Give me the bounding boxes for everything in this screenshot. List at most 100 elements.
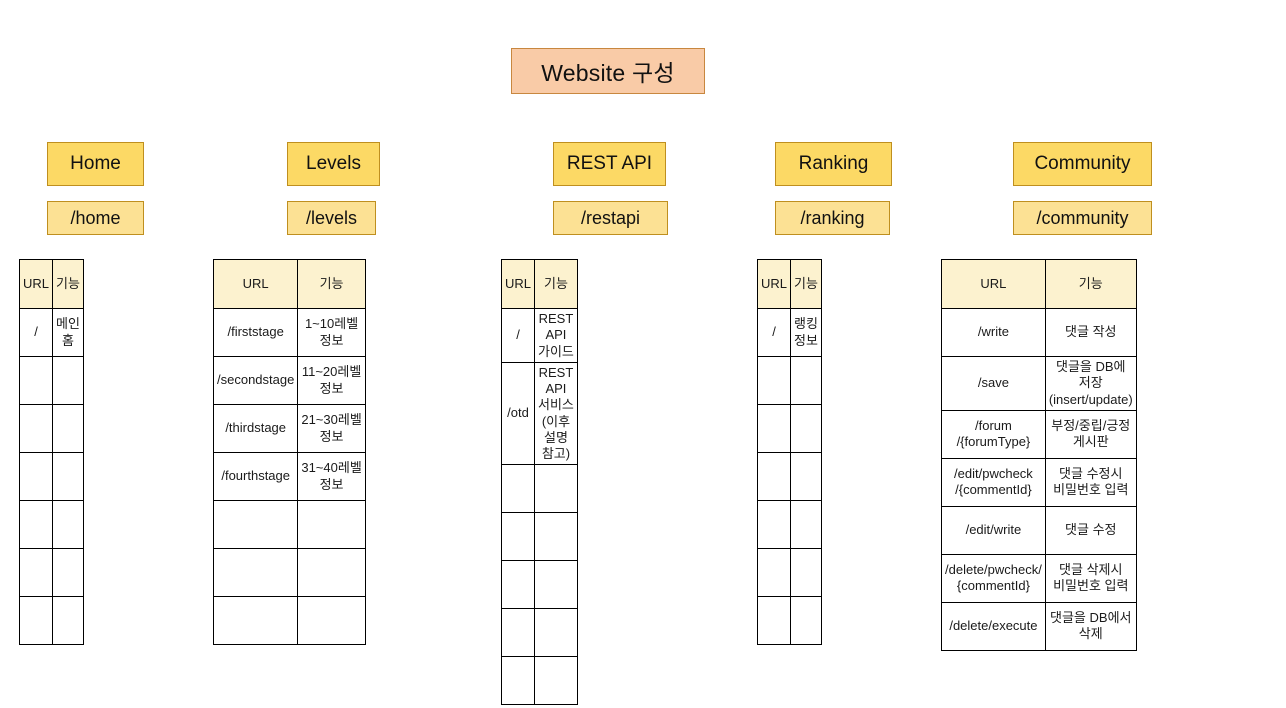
cell-feature — [790, 452, 822, 501]
cell-url: /write — [941, 308, 1046, 357]
cell-feature: 댓글 수정 — [1044, 505, 1137, 555]
cell-url-line: /edit/pwcheck — [954, 466, 1033, 481]
section-title-home[interactable]: Home — [47, 142, 144, 186]
section-path-levels[interactable]: /levels — [287, 201, 376, 235]
table-row — [500, 560, 578, 610]
cell-url: /fourthstage — [212, 452, 299, 501]
section-title-community[interactable]: Community — [1013, 142, 1152, 186]
table-row — [500, 464, 578, 514]
cell-feature-line: REST API 서비스 — [538, 364, 574, 413]
cell-feature — [790, 356, 822, 405]
cell-url-line: /delete/execute — [949, 618, 1038, 634]
cell-url — [212, 500, 299, 549]
cell-feature: 11~20레벨 정보 — [297, 356, 366, 405]
section-path-community[interactable]: /community — [1013, 201, 1152, 235]
cell-url-line: / — [516, 327, 520, 343]
table-row — [756, 404, 822, 453]
cell-feature: REST API 가이드 — [534, 308, 578, 363]
cell-url — [756, 356, 792, 405]
cell-feature — [790, 404, 822, 453]
cell-feature — [297, 500, 366, 549]
cell-feature-line: 11~20레벨 정보 — [301, 364, 362, 396]
cell-url — [500, 608, 536, 658]
table-row — [18, 452, 84, 501]
cell-url — [756, 548, 792, 597]
cell-url-line: /fourthstage — [221, 468, 290, 484]
table-row — [500, 656, 578, 706]
cell-url: /firststage — [212, 308, 299, 357]
section-path-rest-api[interactable]: /restapi — [553, 201, 668, 235]
table-row — [18, 596, 84, 645]
table-row — [500, 608, 578, 658]
cell-url: /thirdstage — [212, 404, 299, 453]
cell-url-line: /delete/pwcheck/ — [945, 562, 1042, 577]
cell-feature-line: 31~40레벨 정보 — [301, 460, 362, 492]
column-header-url: URL — [18, 259, 54, 309]
cell-feature-line: 비밀번호 입력 — [1053, 578, 1129, 594]
cell-feature-line: (insert/update) — [1048, 391, 1133, 407]
table-row — [18, 500, 84, 549]
cell-url — [18, 404, 54, 453]
cell-feature — [534, 464, 578, 514]
cell-url-line: /thirdstage — [225, 420, 287, 436]
table-row: /메인 홈 — [18, 308, 84, 357]
cell-feature — [534, 512, 578, 562]
cell-url — [212, 548, 299, 597]
cell-feature — [52, 548, 84, 597]
cell-url-line: /firststage — [227, 324, 284, 340]
table-row: /랭킹 정보 — [756, 308, 822, 357]
cell-feature-line: 랭킹 정보 — [794, 316, 818, 348]
cell-url — [18, 500, 54, 549]
section-title-ranking[interactable]: Ranking — [775, 142, 892, 186]
table-row — [212, 548, 366, 597]
cell-url: / — [756, 308, 792, 357]
cell-url — [18, 452, 54, 501]
cell-feature — [52, 356, 84, 405]
cell-url — [500, 512, 536, 562]
cell-url: /delete/pwcheck/{commentId} — [941, 553, 1046, 603]
cell-feature — [790, 548, 822, 597]
cell-url: /forum/{forumType} — [941, 409, 1046, 459]
table-row — [500, 512, 578, 562]
section-title-levels[interactable]: Levels — [287, 142, 380, 186]
table-row — [18, 404, 84, 453]
section-path-ranking[interactable]: /ranking — [775, 201, 890, 235]
cell-feature-line: (이후 설명 참고) — [541, 413, 571, 462]
cell-feature-line: 댓글 삭제시 — [1059, 562, 1123, 577]
column-header-url: URL — [212, 259, 299, 309]
cell-url: / — [500, 308, 536, 363]
cell-url: /edit/write — [941, 505, 1046, 555]
cell-url — [18, 596, 54, 645]
page-title: Website 구성 — [511, 48, 705, 94]
cell-feature — [790, 596, 822, 645]
cell-url: /save — [941, 356, 1046, 411]
section-title-rest-api[interactable]: REST API — [553, 142, 666, 186]
cell-url — [18, 356, 54, 405]
cell-url — [212, 596, 299, 645]
cell-feature: 댓글을 DB에서 삭제 — [1044, 601, 1137, 651]
cell-feature: 부정/중립/긍정 게시판 — [1044, 409, 1137, 459]
cell-feature-line: 댓글 수정시 — [1059, 466, 1123, 481]
column-header-url: URL — [941, 259, 1046, 309]
cell-feature — [52, 596, 84, 645]
cell-url-line: /forum — [975, 418, 1012, 433]
cell-feature — [52, 500, 84, 549]
cell-feature: REST API 서비스(이후 설명 참고) — [534, 361, 578, 466]
section-path-home[interactable]: /home — [47, 201, 144, 235]
